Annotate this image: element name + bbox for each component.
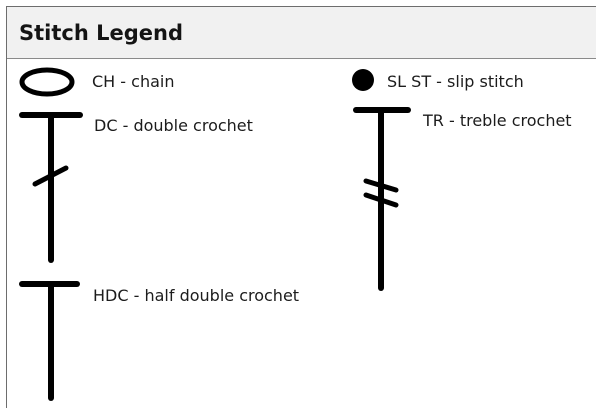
filled-dot-icon <box>352 69 374 91</box>
stitch-legend-panel: Stitch Legend <box>6 6 596 408</box>
slip-stitch-label: SL ST - slip stitch <box>387 72 524 91</box>
chain-label: CH - chain <box>92 72 175 91</box>
legend-title: Stitch Legend <box>19 21 183 45</box>
legend-header: Stitch Legend <box>7 7 596 59</box>
oval-chain-icon <box>19 67 75 97</box>
half-double-crochet-icon <box>19 281 80 401</box>
half-double-crochet-label: HDC - half double crochet <box>93 286 300 305</box>
double-crochet-icon <box>19 112 83 263</box>
treble-crochet-icon <box>353 107 411 291</box>
double-crochet-label: DC - double crochet <box>94 116 253 135</box>
treble-crochet-label: TR - treble crochet <box>423 111 572 130</box>
